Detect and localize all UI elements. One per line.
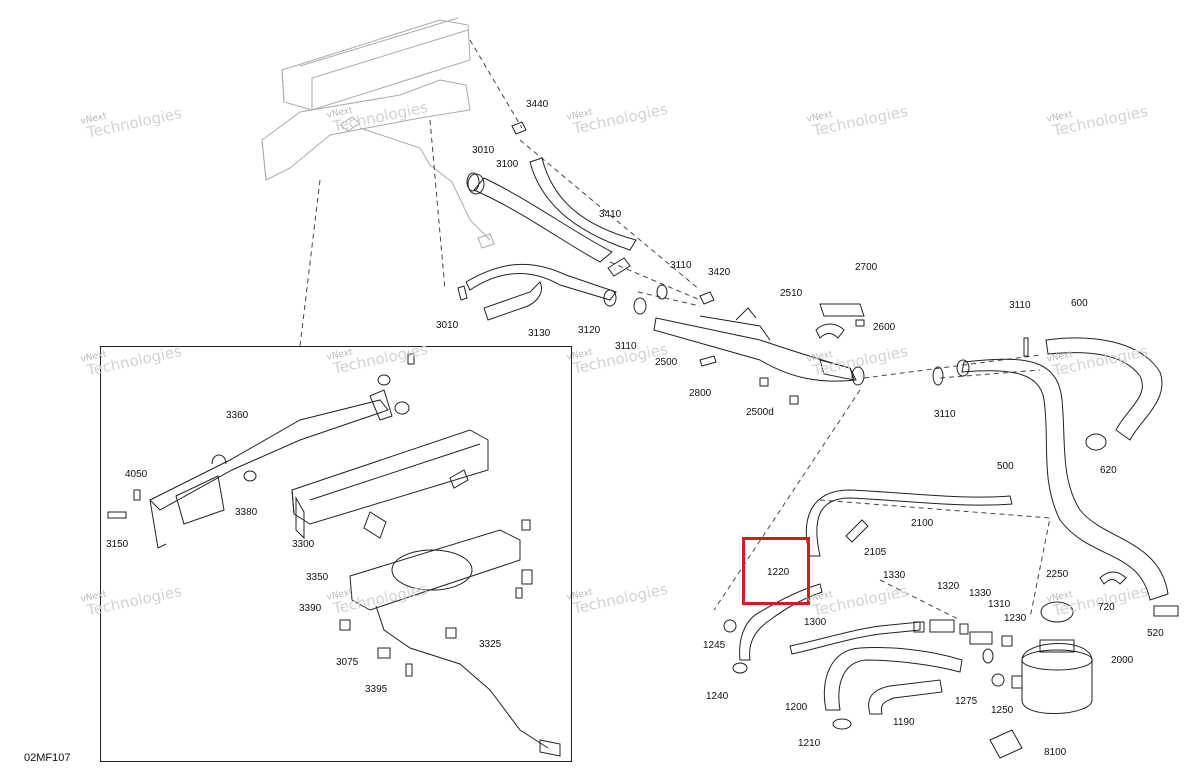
part-label-3440[interactable]: 3440 <box>526 99 549 110</box>
part-label-3130[interactable]: 3130 <box>528 328 551 339</box>
part-label-3380[interactable]: 3380 <box>235 507 258 518</box>
bolt-2800 <box>699 355 717 367</box>
hose-600 <box>1045 337 1163 441</box>
part-label-3010[interactable]: 3010 <box>472 145 495 156</box>
expansion-tank-2000 <box>1011 639 1093 715</box>
clamp-3110d <box>1023 337 1029 357</box>
part-label-3120[interactable]: 3120 <box>578 325 601 336</box>
part-label-1230[interactable]: 1230 <box>1004 613 1027 624</box>
part-label-1240[interactable]: 1240 <box>706 691 729 702</box>
part-label-2700[interactable]: 2700 <box>855 262 878 273</box>
coolant-manifold-2500 <box>653 307 865 386</box>
part-label-1210[interactable]: 1210 <box>798 738 821 749</box>
part-label-1200[interactable]: 1200 <box>785 702 808 713</box>
part-label-1300[interactable]: 1300 <box>804 617 827 628</box>
part-label-2100[interactable]: 2100 <box>911 518 934 529</box>
fitting-1330a <box>913 621 925 633</box>
part-label-3360[interactable]: 3360 <box>226 410 249 421</box>
cap-2250 <box>1040 601 1074 623</box>
part-label-3110[interactable]: 3110 <box>670 260 692 271</box>
clamp-3010b <box>457 285 468 301</box>
bracket-2510 <box>815 323 845 339</box>
hose-3410 <box>529 157 637 277</box>
hose-1220 <box>739 583 823 661</box>
part-label-1330[interactable]: 1330 <box>969 588 992 599</box>
part-label-2500[interactable]: 2500 <box>655 357 678 368</box>
clamp-3440 <box>511 121 527 135</box>
part-label-3390[interactable]: 3390 <box>299 603 322 614</box>
hose-500 <box>956 358 1169 601</box>
clamp-620 <box>1085 433 1107 451</box>
clamp-1245 <box>723 619 737 633</box>
part-label-2250[interactable]: 2250 <box>1046 569 1069 580</box>
part-label-2600[interactable]: 2600 <box>873 322 896 333</box>
hose-3130 <box>483 281 542 321</box>
hose-1200 <box>823 647 963 711</box>
part-label-8100[interactable]: 8100 <box>1044 747 1067 758</box>
part-label-2800[interactable]: 2800 <box>689 388 712 399</box>
diagram-reference-code: 02MF107 <box>24 752 71 764</box>
clamp-3110a <box>656 284 668 300</box>
part-label-3075[interactable]: 3075 <box>336 657 359 668</box>
part-label-720[interactable]: 720 <box>1098 602 1115 613</box>
clamp-520 <box>1153 605 1179 617</box>
part-label-3150[interactable]: 3150 <box>106 539 129 550</box>
part-label-3110[interactable]: 3110 <box>615 341 637 352</box>
part-label-2000[interactable]: 2000 <box>1111 655 1134 666</box>
part-label-1220[interactable]: 1220 <box>767 567 790 578</box>
fitting-1310 <box>969 631 993 645</box>
part-label-3110[interactable]: 3110 <box>934 409 956 420</box>
highlight-box-part-1220 <box>742 537 810 605</box>
part-label-2500d[interactable]: 2500d <box>746 407 774 418</box>
part-label-3410[interactable]: 3410 <box>599 209 622 220</box>
part-label-3420[interactable]: 3420 <box>708 267 731 278</box>
part-label-1190[interactable]: 1190 <box>893 717 915 728</box>
hose-1300 <box>789 621 921 655</box>
inset-frame <box>100 346 572 762</box>
part-label-3325[interactable]: 3325 <box>479 639 502 650</box>
part-label-3110[interactable]: 3110 <box>1009 300 1031 311</box>
upper-radiator-ghost <box>261 17 495 249</box>
part-label-3100[interactable]: 3100 <box>496 159 519 170</box>
part-label-3350[interactable]: 3350 <box>306 572 329 583</box>
part-label-1320[interactable]: 1320 <box>937 581 960 592</box>
hose-1190 <box>868 679 943 715</box>
part-label-2510[interactable]: 2510 <box>780 288 803 299</box>
clamp-1240 <box>732 662 748 674</box>
part-label-500[interactable]: 500 <box>997 461 1014 472</box>
clamp-1210 <box>832 718 852 730</box>
radiator-assembly-inset <box>107 353 561 757</box>
part-label-3395[interactable]: 3395 <box>365 684 388 695</box>
part-label-4050[interactable]: 4050 <box>125 469 148 480</box>
bracket-8100 <box>989 729 1023 759</box>
part-label-1245[interactable]: 1245 <box>703 640 726 651</box>
hose-3120 <box>465 263 617 307</box>
part-label-1310[interactable]: 1310 <box>988 599 1011 610</box>
part-label-520[interactable]: 520 <box>1147 628 1164 639</box>
bolt-2600 <box>855 319 865 327</box>
hose-2105 <box>845 519 869 543</box>
part-label-1275[interactable]: 1275 <box>955 696 978 707</box>
clamp-720 <box>1099 571 1127 585</box>
clamp-3010a <box>466 172 480 192</box>
part-label-2105[interactable]: 2105 <box>864 547 887 558</box>
clip-2700 <box>819 303 865 317</box>
fitting-1230 <box>1001 635 1013 647</box>
part-label-3300[interactable]: 3300 <box>292 539 315 550</box>
part-label-3010[interactable]: 3010 <box>436 320 459 331</box>
clamp-3110c <box>932 366 944 386</box>
part-label-600[interactable]: 600 <box>1071 298 1088 309</box>
part-label-1330[interactable]: 1330 <box>883 570 906 581</box>
nut-2500d <box>759 377 799 405</box>
bolt-3420 <box>699 291 715 305</box>
part-label-1250[interactable]: 1250 <box>991 705 1014 716</box>
part-label-620[interactable]: 620 <box>1100 465 1117 476</box>
fitting-1330b <box>959 623 969 635</box>
clamp-1250 <box>991 673 1005 687</box>
clamp-1275 <box>982 648 994 664</box>
fitting-1320 <box>929 619 955 633</box>
hose-2100 <box>805 489 1013 557</box>
clamp-3110b <box>633 297 647 315</box>
